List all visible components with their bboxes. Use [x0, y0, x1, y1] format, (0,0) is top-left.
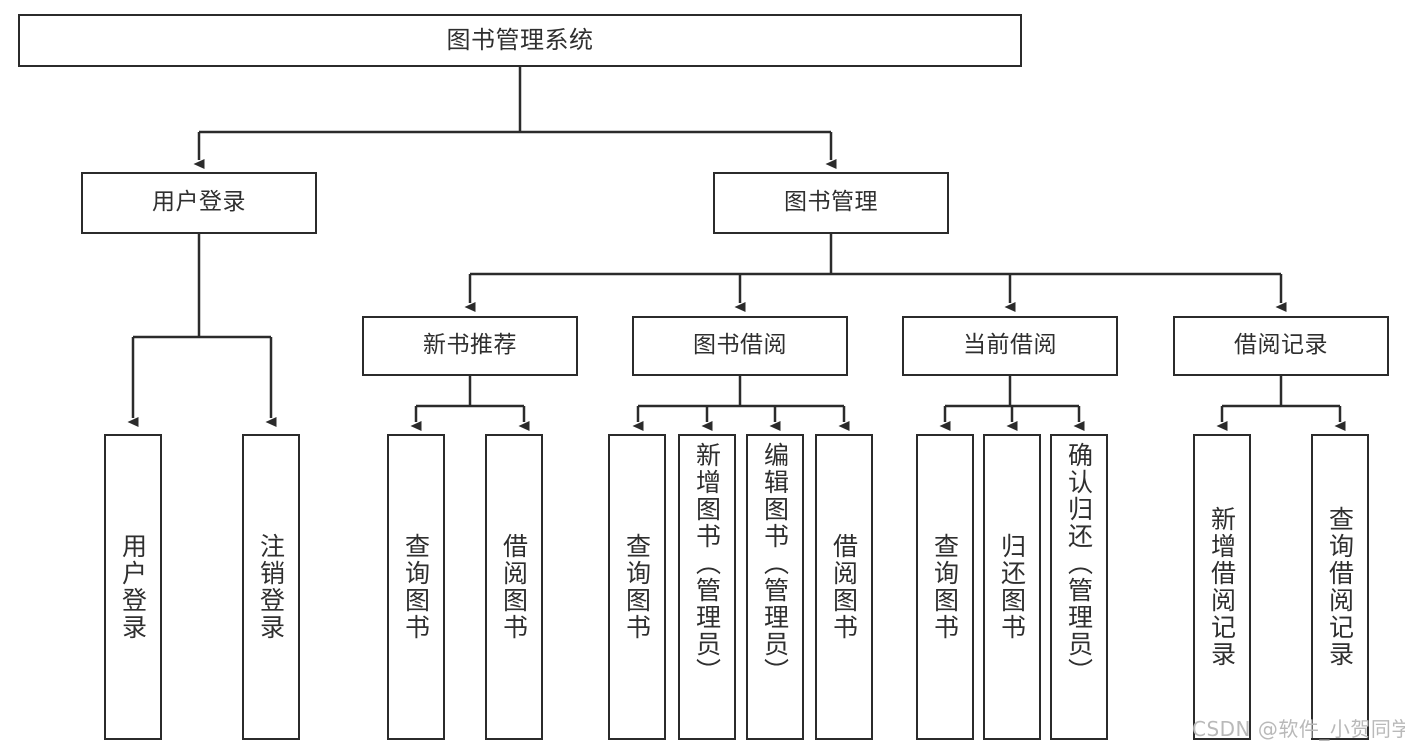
node-label: 查询借阅记录 [1325, 506, 1355, 668]
node-user-login[interactable]: 用户登录 [81, 172, 317, 234]
leaf-borrow-query-book[interactable]: 查询图书 [608, 434, 666, 740]
node-label: 查询图书 [930, 533, 960, 641]
leaf-new-book-borrow[interactable]: 借阅图书 [485, 434, 543, 740]
node-borrow-record[interactable]: 借阅记录 [1173, 316, 1389, 376]
node-label: 图书管理系统 [446, 26, 594, 55]
leaf-new-book-query[interactable]: 查询图书 [387, 434, 445, 740]
node-root-system[interactable]: 图书管理系统 [18, 14, 1022, 67]
leaf-borrow-edit-book-admin[interactable]: 编辑图书（管理员） [746, 434, 804, 740]
node-label: 确认归还（管理员） [1064, 442, 1094, 685]
node-label: 当前借阅 [963, 332, 1057, 359]
leaf-current-confirm-return-admin[interactable]: 确认归还（管理员） [1050, 434, 1108, 740]
leaf-record-add-record[interactable]: 新增借阅记录 [1193, 434, 1251, 740]
node-label: 查询图书 [401, 533, 431, 641]
node-label: 借阅图书 [499, 533, 529, 641]
node-label: 注销登录 [256, 533, 286, 641]
node-label: 用户登录 [118, 533, 148, 641]
node-label: 编辑图书（管理员） [760, 442, 790, 685]
node-label: 借阅图书 [829, 533, 859, 641]
node-label: 图书管理 [784, 189, 878, 216]
leaf-record-query-record[interactable]: 查询借阅记录 [1311, 434, 1369, 740]
node-label: 借阅记录 [1234, 332, 1328, 359]
csdn-watermark: CSDN @软件_小贺同学 [1192, 717, 1405, 741]
leaf-user-login-signin[interactable]: 用户登录 [104, 434, 162, 740]
leaf-current-query-book[interactable]: 查询图书 [916, 434, 974, 740]
node-label: 新书推荐 [423, 332, 517, 359]
leaf-current-return-book[interactable]: 归还图书 [983, 434, 1041, 740]
node-new-book-recommend[interactable]: 新书推荐 [362, 316, 578, 376]
node-current-borrow[interactable]: 当前借阅 [902, 316, 1118, 376]
leaf-borrow-add-book-admin[interactable]: 新增图书（管理员） [678, 434, 736, 740]
node-label: 用户登录 [152, 189, 246, 216]
leaf-borrow-borrow-book[interactable]: 借阅图书 [815, 434, 873, 740]
node-label: 新增图书（管理员） [692, 442, 722, 685]
leaf-user-login-signout[interactable]: 注销登录 [242, 434, 300, 740]
node-label: 查询图书 [622, 533, 652, 641]
node-label: 图书借阅 [693, 332, 787, 359]
node-label: 新增借阅记录 [1207, 506, 1237, 668]
node-book-borrow[interactable]: 图书借阅 [632, 316, 848, 376]
node-book-management[interactable]: 图书管理 [713, 172, 949, 234]
node-label: 归还图书 [997, 533, 1027, 641]
